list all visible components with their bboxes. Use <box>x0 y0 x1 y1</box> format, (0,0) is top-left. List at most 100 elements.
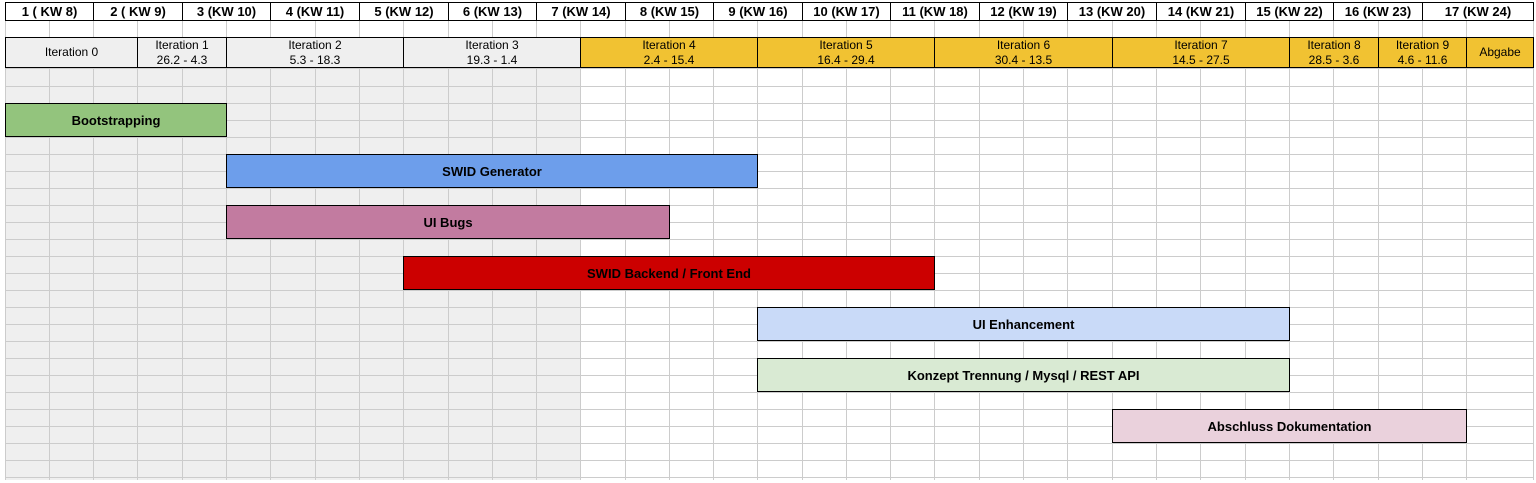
task-bar-konzept-trennung[interactable]: Konzept Trennung / Mysql / REST API <box>757 358 1290 392</box>
grid-line <box>5 426 1533 427</box>
grid-line <box>5 477 1533 478</box>
grid-line <box>5 443 1533 444</box>
week-cell[interactable]: 8 (KW 15) <box>625 2 714 21</box>
grid-line <box>580 20 581 480</box>
grid-line <box>5 222 1533 223</box>
grid-line <box>448 20 449 480</box>
iteration-name: Iteration 2 <box>288 37 342 52</box>
iteration-name: Iteration 6 <box>996 37 1051 52</box>
grid-line <box>1333 20 1334 480</box>
grid-line <box>5 154 1533 155</box>
grid-line <box>979 20 980 480</box>
grid-line <box>713 20 714 480</box>
week-cell[interactable]: 11 (KW 18) <box>890 2 980 21</box>
grid-line <box>5 137 1533 138</box>
iteration-name: Iteration 8 <box>1307 37 1361 52</box>
grid-line <box>757 20 758 480</box>
grid-line <box>1245 20 1246 480</box>
grid-line <box>137 20 138 480</box>
iteration-cell[interactable]: Iteration 7 14.5 - 27.5 <box>1112 37 1290 68</box>
grid-line <box>315 20 316 480</box>
grid-line <box>1289 20 1290 480</box>
grid-line <box>934 20 935 480</box>
grid-line <box>846 20 847 480</box>
week-cell[interactable]: 3 (KW 10) <box>182 2 271 21</box>
task-bar-ui-enhancement[interactable]: UI Enhancement <box>757 307 1290 341</box>
week-cell[interactable]: 17 (KW 24) <box>1422 2 1534 21</box>
iteration-name: Abgabe <box>1479 45 1521 59</box>
iteration-cell[interactable]: Iteration 4 2.4 - 15.4 <box>580 37 758 68</box>
week-cell[interactable]: 13 (KW 20) <box>1067 2 1157 21</box>
grid-line <box>492 20 493 480</box>
grid-line <box>5 290 1533 291</box>
grid-line <box>669 20 670 480</box>
iteration-dates: 14.5 - 27.5 <box>1172 52 1230 67</box>
task-bar-abschluss-dokumentation[interactable]: Abschluss Dokumentation <box>1112 409 1467 443</box>
grid-line <box>625 20 626 480</box>
grid-line <box>802 20 803 480</box>
iteration-name: Iteration 3 <box>465 37 519 52</box>
grid-line <box>359 20 360 480</box>
week-cell[interactable]: 4 (KW 11) <box>270 2 360 21</box>
task-bar-ui-bugs[interactable]: UI Bugs <box>226 205 670 239</box>
grid-line <box>5 171 1533 172</box>
week-cell[interactable]: 9 (KW 16) <box>713 2 803 21</box>
iteration-name: Iteration 9 <box>1395 37 1450 52</box>
week-cell[interactable]: 2 ( KW 9) <box>93 2 183 21</box>
week-cell[interactable]: 7 (KW 14) <box>536 2 626 21</box>
iteration-cell[interactable]: Abgabe <box>1466 37 1534 68</box>
grid-line <box>5 120 1533 121</box>
grid-line <box>182 20 183 480</box>
iteration-name: Iteration 5 <box>819 37 873 52</box>
week-cell[interactable]: 12 (KW 19) <box>979 2 1068 21</box>
grid-line <box>93 20 94 480</box>
grid-line <box>5 103 1533 104</box>
iteration-name: Iteration 1 <box>155 37 209 52</box>
grid-line <box>1466 20 1467 480</box>
grid-line <box>5 239 1533 240</box>
grid-line <box>1422 20 1423 480</box>
iteration-cell[interactable]: Iteration 6 30.4 - 13.5 <box>934 37 1113 68</box>
iteration-dates: 28.5 - 3.6 <box>1308 52 1360 67</box>
grid-line <box>1067 20 1068 480</box>
week-cell[interactable]: 6 (KW 13) <box>448 2 537 21</box>
grid-line <box>5 20 6 480</box>
week-cell[interactable]: 15 (KW 22) <box>1245 2 1334 21</box>
iteration-name: Iteration 4 <box>642 37 696 52</box>
grid-line <box>5 86 1533 87</box>
week-cell[interactable]: 10 (KW 17) <box>802 2 891 21</box>
task-bar-swid-backend-front-end[interactable]: SWID Backend / Front End <box>403 256 935 290</box>
grid-line <box>226 20 227 480</box>
grid-line <box>5 460 1533 461</box>
task-bar-swid-generator[interactable]: SWID Generator <box>226 154 758 188</box>
iteration-dates: 19.3 - 1.4 <box>466 52 518 67</box>
week-cell[interactable]: 16 (KW 23) <box>1333 2 1423 21</box>
iteration-cell[interactable]: Iteration 8 28.5 - 3.6 <box>1289 37 1379 68</box>
grid-line <box>403 20 404 480</box>
iteration-dates: 4.6 - 11.6 <box>1397 52 1448 67</box>
grid-line <box>5 341 1533 342</box>
iteration-name: Iteration 0 <box>44 45 99 59</box>
grid-line <box>270 20 271 480</box>
iteration-dates: 26.2 - 4.3 <box>156 52 208 67</box>
iteration-dates: 30.4 - 13.5 <box>994 52 1053 67</box>
iteration-cell[interactable]: Iteration 2 5.3 - 18.3 <box>226 37 404 68</box>
task-bar-bootstrapping[interactable]: Bootstrapping <box>5 103 227 137</box>
grid-line <box>5 188 1533 189</box>
iteration-cell[interactable]: Iteration 3 19.3 - 1.4 <box>403 37 581 68</box>
grid-line <box>5 409 1533 410</box>
grid-line <box>5 68 1533 69</box>
grid-line <box>5 392 1533 393</box>
iteration-cell[interactable]: Iteration 0 <box>5 37 138 68</box>
week-cell[interactable]: 5 (KW 12) <box>359 2 449 21</box>
iteration-cell[interactable]: Iteration 1 26.2 - 4.3 <box>137 37 227 68</box>
week-cell[interactable]: 14 (KW 21) <box>1156 2 1246 21</box>
iteration-cell[interactable]: Iteration 9 4.6 - 11.6 <box>1378 37 1467 68</box>
grid-line <box>1023 20 1024 480</box>
iteration-cell[interactable]: Iteration 5 16.4 - 29.4 <box>757 37 935 68</box>
iteration-dates: 2.4 - 15.4 <box>643 52 695 67</box>
grid-line <box>1378 20 1379 480</box>
grid-line <box>1200 20 1201 480</box>
week-cell[interactable]: 1 ( KW 8) <box>5 2 94 21</box>
